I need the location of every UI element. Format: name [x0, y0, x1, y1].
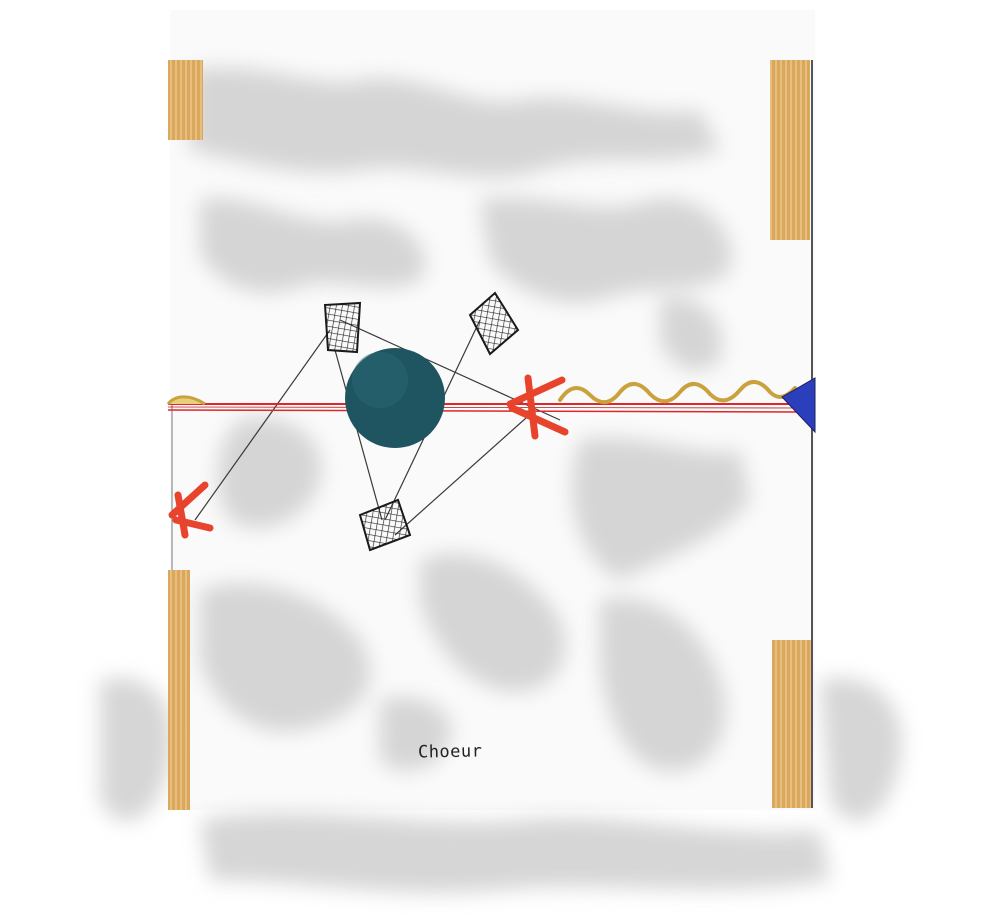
hatched-square-icon — [358, 498, 412, 552]
small-yellow-bump — [166, 395, 206, 406]
tape-bottom-left — [168, 570, 190, 810]
wavy-line-icon — [558, 380, 797, 405]
red-asterisk-icon — [168, 481, 214, 539]
hatched-square-icon — [468, 291, 520, 356]
hatched-square-icon — [323, 301, 362, 354]
tape-top-left — [168, 60, 203, 140]
red-axis-line — [167, 403, 811, 413]
tape-bottom-right — [772, 640, 812, 808]
grey-smudges — [100, 67, 902, 893]
blue-sphere-icon — [345, 348, 445, 448]
red-asterisk-icon — [506, 374, 569, 440]
tape-top-right — [770, 60, 810, 240]
caption-text: Choeur — [417, 741, 483, 763]
tape-strips — [168, 60, 812, 810]
blue-triangle-icon — [781, 377, 816, 434]
